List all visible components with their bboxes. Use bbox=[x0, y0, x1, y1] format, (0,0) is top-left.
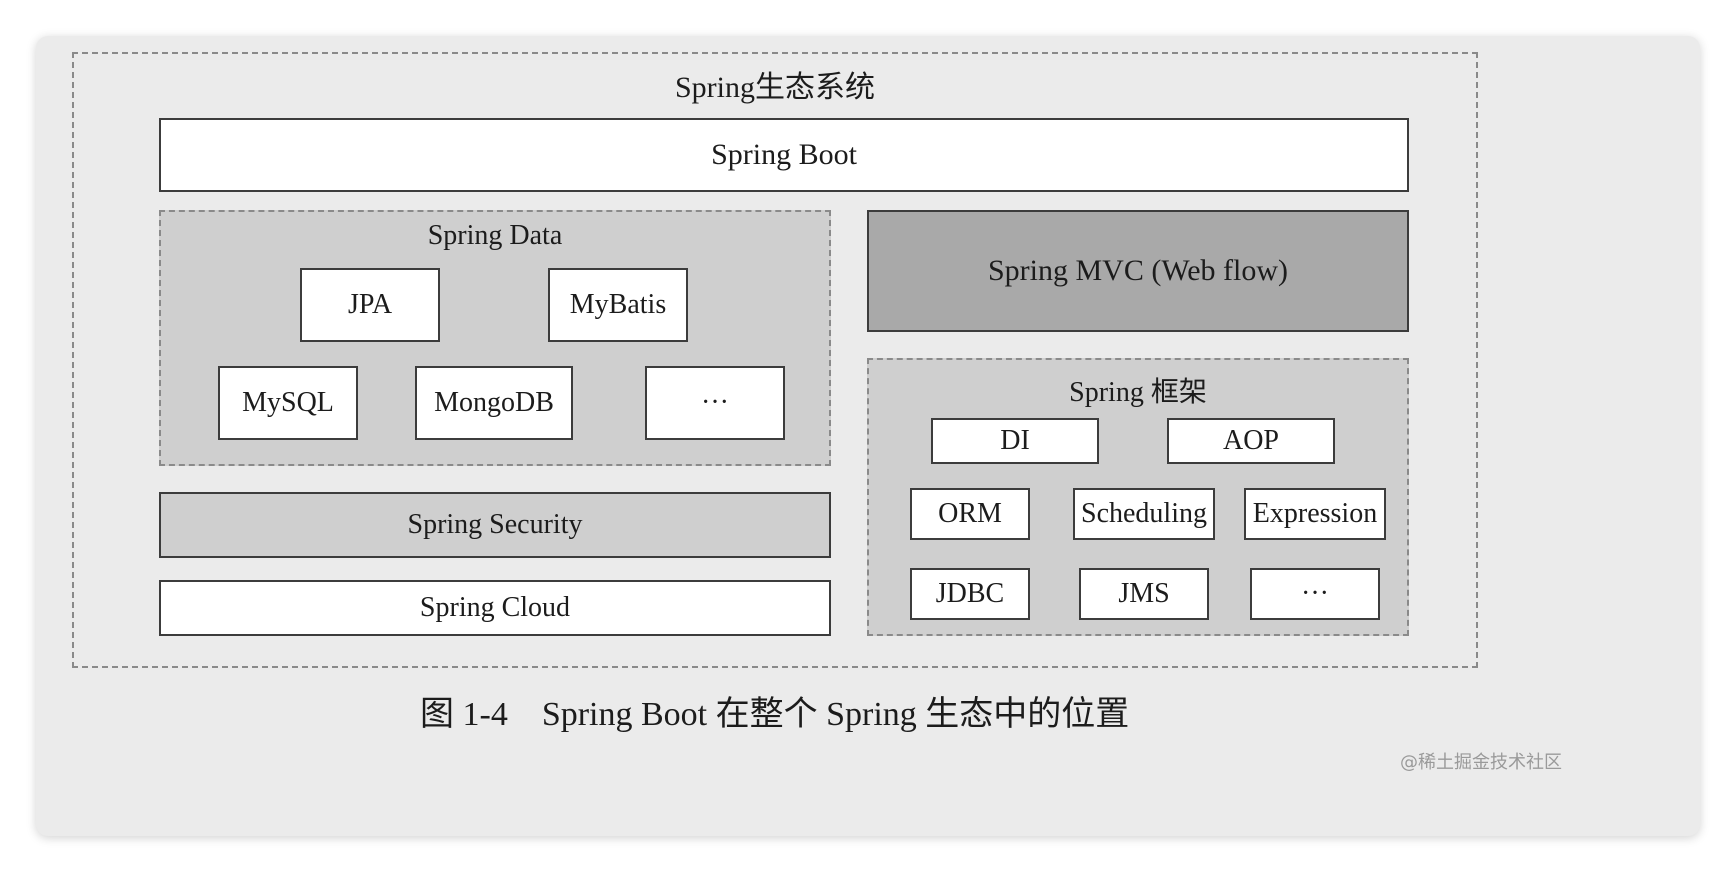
watermark: @稀土掘金技术社区 bbox=[1400, 752, 1562, 773]
spring-boot-box: Spring Boot bbox=[159, 118, 1409, 192]
mybatis-box: MyBatis bbox=[548, 268, 688, 342]
mongodb-box: MongoDB bbox=[415, 366, 573, 440]
expression-box: Expression bbox=[1244, 488, 1386, 540]
spring-framework-more-box: ··· bbox=[1250, 568, 1380, 620]
aop-box: AOP bbox=[1167, 418, 1335, 464]
mysql-box: MySQL bbox=[218, 366, 358, 440]
jms-box: JMS bbox=[1079, 568, 1209, 620]
spring-mvc-box: Spring MVC (Web flow) bbox=[867, 210, 1409, 332]
spring-cloud-box: Spring Cloud bbox=[159, 580, 831, 636]
spring-security-box: Spring Security bbox=[159, 492, 831, 558]
ecosystem-title: Spring生态系统 bbox=[674, 71, 875, 104]
scheduling-box: Scheduling bbox=[1073, 488, 1215, 540]
orm-box: ORM bbox=[910, 488, 1030, 540]
jpa-box: JPA bbox=[300, 268, 440, 342]
figure-caption: 图 1-4 Spring Boot 在整个 Spring 生态中的位置 bbox=[420, 696, 1130, 733]
di-box: DI bbox=[931, 418, 1099, 464]
figure-card: Spring生态系统 Spring Boot Spring Data JPA M… bbox=[36, 36, 1700, 836]
spring-data-title: Spring Data bbox=[427, 220, 563, 251]
spring-framework-title: Spring 框架 bbox=[1069, 377, 1207, 408]
spring-ecosystem-container: Spring生态系统 bbox=[72, 52, 1478, 668]
jdbc-box: JDBC bbox=[910, 568, 1030, 620]
spring-data-more-box: ··· bbox=[645, 366, 785, 440]
